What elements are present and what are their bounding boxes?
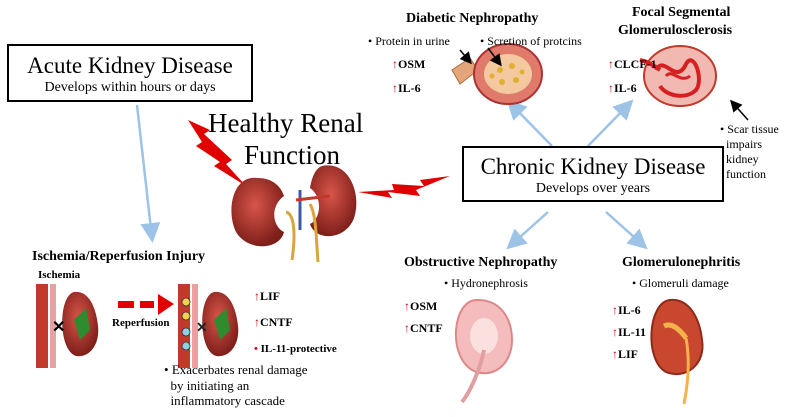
obstructive-kidney-illustration — [454, 298, 514, 404]
lightning-bolt-left — [188, 120, 246, 186]
center-title-line1: Healthy Renal — [208, 108, 364, 138]
acute-kidney-disease-box: Acute Kidney Disease Develops within hou… — [7, 44, 253, 102]
glomerulo-kidney-illustration — [650, 298, 704, 405]
diabetic-title: Diabetic Nephropathy — [406, 11, 539, 26]
obstructive-marker-1: ↑OSM — [404, 299, 438, 313]
acute-title: Acute Kidney Disease — [27, 53, 233, 78]
ischemia-note: • Exacerbates renal damage by initiating… — [164, 362, 308, 409]
ischemia-label: Ischemia — [38, 269, 81, 281]
obstructive-marker-2: ↑CNTF — [404, 321, 443, 335]
diabetic-marker-2: ↑IL-6 — [392, 81, 421, 95]
fsgs-note: • Scar tissue impairs kidney function — [720, 122, 779, 181]
healthy-kidneys — [231, 165, 357, 263]
fsgs-marker-1: ↑CLCF-1 — [608, 57, 657, 71]
glomerulo-marker-2: ↑IL-11 — [612, 325, 647, 339]
svg-text:✕: ✕ — [196, 319, 208, 335]
ischemia-title: Ischemia/Reperfusion Injury — [32, 249, 206, 264]
glomerulo-bullet: • Glomeruli damage — [632, 276, 729, 290]
arrow-chronic-to-diabetic — [506, 99, 553, 147]
fsgs-glomerulus-illustration — [639, 45, 749, 121]
obstructive-title: Obstructive Nephropathy — [404, 255, 558, 270]
reperfusion-label: Reperfusion — [112, 317, 170, 329]
arrow-chronic-to-fsgs — [587, 99, 634, 147]
ischemia-marker-1: ↑LIF — [254, 289, 281, 303]
arrow-chronic-to-glomerulo — [605, 211, 648, 250]
center-title-line2: Function — [244, 140, 341, 170]
svg-text:✕: ✕ — [52, 319, 65, 336]
ischemia-illustration: ✕ — [36, 284, 99, 368]
acute-subtitle: Develops within hours or days — [44, 80, 216, 96]
arrow-chronic-to-obstructive — [506, 211, 549, 250]
chronic-kidney-disease-box: Chronic Kidney Disease Develops over yea… — [462, 146, 724, 202]
ischemia-marker-2: ↑CNTF — [254, 315, 293, 329]
arrow-acute-to-ischemia — [135, 104, 161, 243]
diabetic-bullet-1: • Protein in urine — [368, 34, 450, 48]
glomerulo-marker-3: ↑LIF — [612, 347, 639, 361]
reperfusion-illustration: ✕ — [178, 284, 239, 368]
fsgs-title-line1: Focal Segmental — [632, 5, 731, 20]
obstructive-bullet: • Hydronephrosis — [444, 276, 528, 290]
diabetic-kidney-illustration — [451, 43, 543, 105]
diabetic-marker-1: ↑OSM — [392, 57, 426, 71]
diabetic-bullet-2: • Scretion of protcins — [480, 34, 582, 48]
chronic-subtitle: Develops over years — [535, 181, 651, 197]
chronic-title: Chronic Kidney Disease — [480, 154, 706, 179]
reperfusion-arrow — [118, 301, 134, 308]
ischemia-protective: • IL-11-protective — [254, 343, 337, 355]
glomerulo-marker-1: ↑IL-6 — [612, 303, 641, 317]
glomerulo-title: Glomerulonephritis — [622, 255, 741, 270]
lightning-bolt-right — [358, 176, 450, 198]
fsgs-title-line2: Glomerulosclerosis — [618, 23, 733, 38]
fsgs-marker-2: ↑IL-6 — [608, 81, 637, 95]
